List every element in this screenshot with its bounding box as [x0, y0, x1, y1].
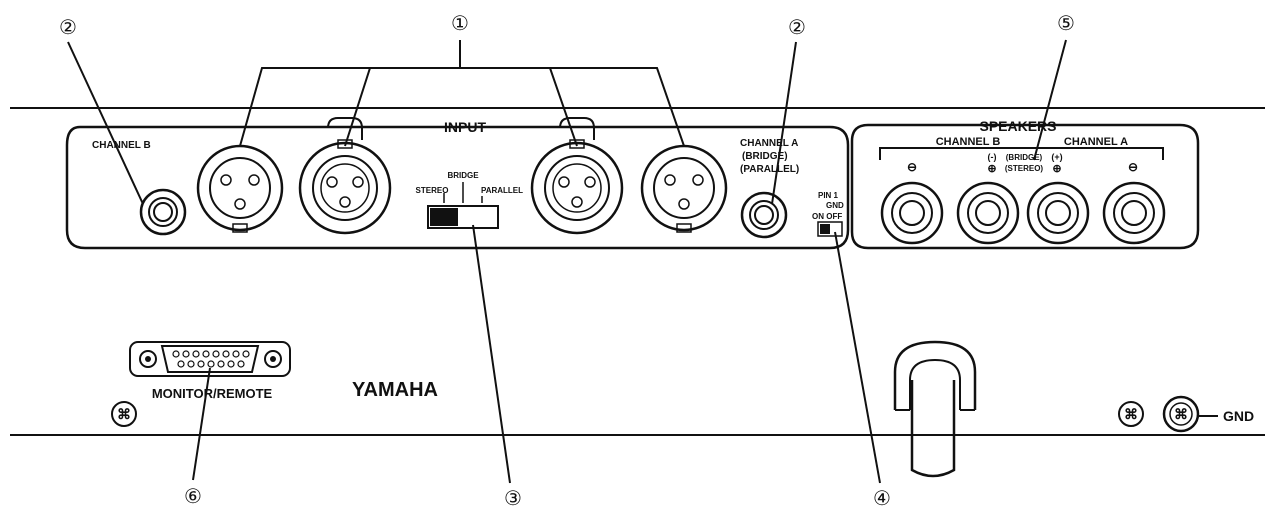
- svg-text:⌘: ⌘: [1174, 406, 1188, 422]
- channel-a-label: CHANNEL A: [740, 138, 798, 149]
- switch-bridge-label: BRIDGE: [447, 171, 479, 180]
- xlr-jack-channel-b-female[interactable]: [298, 117, 392, 235]
- speaker-terminal-b-minus[interactable]: [880, 181, 944, 245]
- spk-a-minus: ⊖: [1128, 160, 1138, 174]
- svg-text:⌘: ⌘: [117, 406, 131, 422]
- callout-1: ①: [451, 13, 469, 35]
- channel-b-label: CHANNEL B: [92, 140, 151, 151]
- xlr-jack-channel-a-male[interactable]: [640, 144, 728, 233]
- spk-b-minus: ⊖: [907, 160, 917, 174]
- spk-stereo-label: (STEREO): [1005, 164, 1044, 173]
- spk-b-minus-open: (-): [988, 152, 997, 162]
- xlr-jack-channel-a-female[interactable]: [530, 117, 624, 235]
- screw-left: ⌘: [111, 401, 137, 427]
- input-section: INPUT CHANNEL B CHANNEL A (BRIDGE) (PARA…: [65, 117, 850, 250]
- pin1-gnd-label: GND: [826, 201, 844, 210]
- switch-parallel-label: PARALLEL: [481, 186, 523, 195]
- callout-5: ⑤: [1057, 13, 1075, 35]
- monitor-remote-label: MONITOR/REMOTE: [152, 386, 273, 401]
- svg-text:⌘: ⌘: [1124, 406, 1138, 422]
- speakers-section: SPEAKERS CHANNEL B CHANNEL A ⊖ (-) ⊕ (BR…: [850, 118, 1200, 250]
- callout-4: ④: [873, 488, 891, 510]
- callout-2-right: ②: [788, 17, 806, 39]
- power-cord: [893, 340, 977, 478]
- spk-bridge-label: (BRIDGE): [1006, 153, 1043, 162]
- spk-b-plus: ⊕: [987, 163, 996, 175]
- speaker-terminal-b-plus[interactable]: [956, 181, 1020, 245]
- phone-jack-channel-b[interactable]: [139, 188, 187, 236]
- monitor-remote-connector[interactable]: [129, 341, 291, 377]
- speaker-terminal-a-minus[interactable]: [1102, 181, 1166, 245]
- spk-a-plus-open: (+): [1051, 152, 1062, 162]
- phone-jack-channel-a[interactable]: [740, 191, 788, 239]
- callout-6: ⑥: [184, 486, 202, 508]
- screw-right: ⌘: [1118, 401, 1144, 427]
- speakers-channel-a-label: CHANNEL A: [1064, 136, 1128, 148]
- pin1-label: PIN 1: [818, 191, 839, 200]
- xlr-jack-channel-b-male[interactable]: [196, 144, 284, 233]
- gnd-terminal[interactable]: ⌘: [1162, 395, 1200, 433]
- pin1-gnd-switch[interactable]: PIN 1 GND ON OFF: [812, 191, 844, 237]
- spk-a-plus: ⊕: [1052, 163, 1061, 175]
- input-label: INPUT: [444, 119, 486, 135]
- bridge-paren-label: (BRIDGE): [742, 151, 788, 162]
- speakers-label: SPEAKERS: [979, 118, 1056, 134]
- stereo-bridge-parallel-switch[interactable]: BRIDGE STEREO PARALLEL: [416, 171, 524, 229]
- on-off-label: ON OFF: [812, 212, 842, 221]
- yamaha-logo: YAMAHA: [352, 379, 438, 401]
- switch-stereo-label: STEREO: [416, 186, 449, 195]
- speaker-terminal-a-plus[interactable]: [1026, 181, 1090, 245]
- speakers-channel-b-label: CHANNEL B: [936, 136, 1001, 148]
- gnd-label: GND: [1223, 408, 1254, 424]
- callout-2-left: ②: [59, 17, 77, 39]
- parallel-paren-label: (PARALLEL): [740, 164, 799, 175]
- callout-lines: [67, 39, 1067, 484]
- callout-3: ③: [504, 488, 522, 510]
